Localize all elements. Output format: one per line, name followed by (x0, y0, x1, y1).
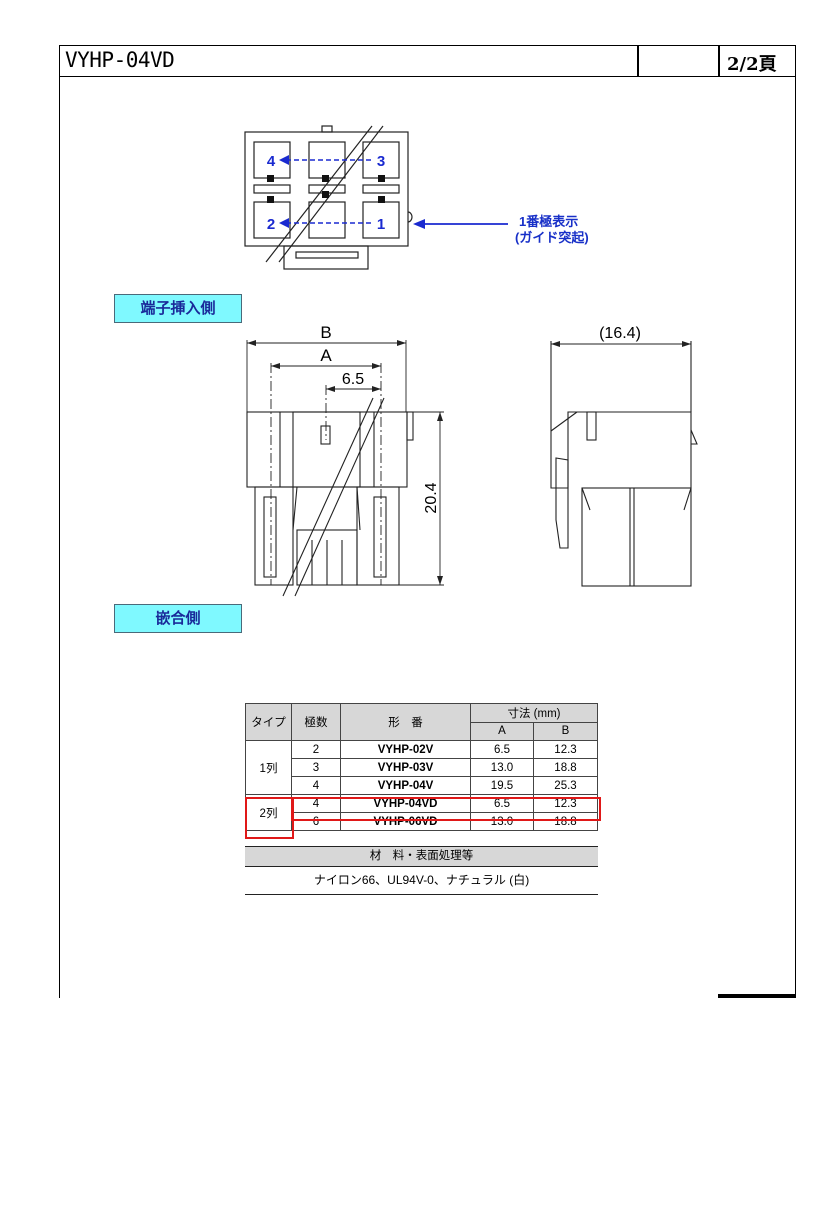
table-cell-model: VYHP-06VD (340, 812, 471, 831)
pin1-marker-label: 1番極表示 (519, 214, 579, 229)
header-divider (718, 45, 720, 76)
pin-number: 1 (377, 216, 385, 233)
table-row: 3 VYHP-03V 13.0 18.8 (246, 758, 598, 777)
table-cell-a: 6.5 (470, 740, 534, 759)
table-header-type: タイプ (245, 703, 292, 741)
table-cell-type: 2列 (245, 794, 292, 831)
table-row: 1列 2 VYHP-02V 6.5 12.3 (245, 740, 598, 795)
table-cell-model: VYHP-02V (340, 740, 471, 759)
side-view-connector (550, 341, 698, 587)
table-cell-b: 18.8 (533, 812, 598, 831)
highlight-selected-type (245, 797, 294, 839)
table-cell-a: 13.0 (470, 812, 534, 831)
front-view-connector (246, 397, 414, 597)
terminal-side-label: 端子挿入側 (114, 294, 242, 323)
table-row: 4 VYHP-04V 19.5 25.3 (246, 776, 598, 795)
table-row: 6 VYHP-06VD 13.0 18.8 (246, 812, 598, 831)
dim-b-label: B (320, 323, 331, 342)
part-number-title: VYHP-04VD (65, 48, 175, 72)
pin1-marker-sublabel: (ガイド突起) (515, 230, 589, 245)
table-cell-a: 13.0 (470, 758, 534, 777)
table-cell-b: 12.3 (533, 740, 598, 759)
table-header-poles: 極数 (291, 703, 341, 741)
table-header-b: B (533, 721, 598, 741)
table-cell-b: 18.8 (533, 758, 598, 777)
page-frame (59, 45, 796, 998)
table-header-a: A (470, 721, 534, 741)
table-cell-poles: 3 (291, 758, 341, 777)
table-cell-b: 25.3 (533, 776, 598, 795)
pin-number: 4 (267, 153, 276, 170)
table-cell-a: 19.5 (470, 776, 534, 795)
title-block: VYHP-04VD 2/2頁 (59, 45, 795, 77)
dim-depth-label: (16.4) (599, 325, 641, 342)
table-cell-model: VYHP-03V (340, 758, 471, 777)
pin-number: 3 (377, 153, 385, 170)
table-header-model: 形 番 (340, 703, 471, 741)
dim-height-label: 20.4 (423, 482, 440, 513)
dim-a-label: A (320, 346, 332, 365)
pin-number: 2 (267, 216, 275, 233)
header-divider (637, 45, 639, 76)
table-cell-model: VYHP-04V (340, 776, 471, 795)
table-header-dims: 寸法 (mm) (470, 703, 598, 723)
table-cell-poles: 4 (291, 776, 341, 795)
spec-table: タイプ 極数 形 番 寸法 (mm) A B 1列 2 VYHP-02V 6.5… (245, 703, 598, 831)
dim-pitch-label: 6.5 (342, 371, 364, 388)
page-end-bar (718, 994, 795, 998)
material-heading: 材 料・表面処理等 (245, 846, 598, 867)
material-value: ナイロン66、UL94V-0、ナチュラル (白) (245, 866, 598, 895)
table-cell-type: 1列 (245, 740, 292, 795)
mating-side-label: 嵌合側 (114, 604, 242, 633)
highlight-selected-row (291, 797, 601, 821)
page-number: 2/2頁 (727, 54, 777, 75)
table-cell-poles: 2 (291, 740, 341, 759)
